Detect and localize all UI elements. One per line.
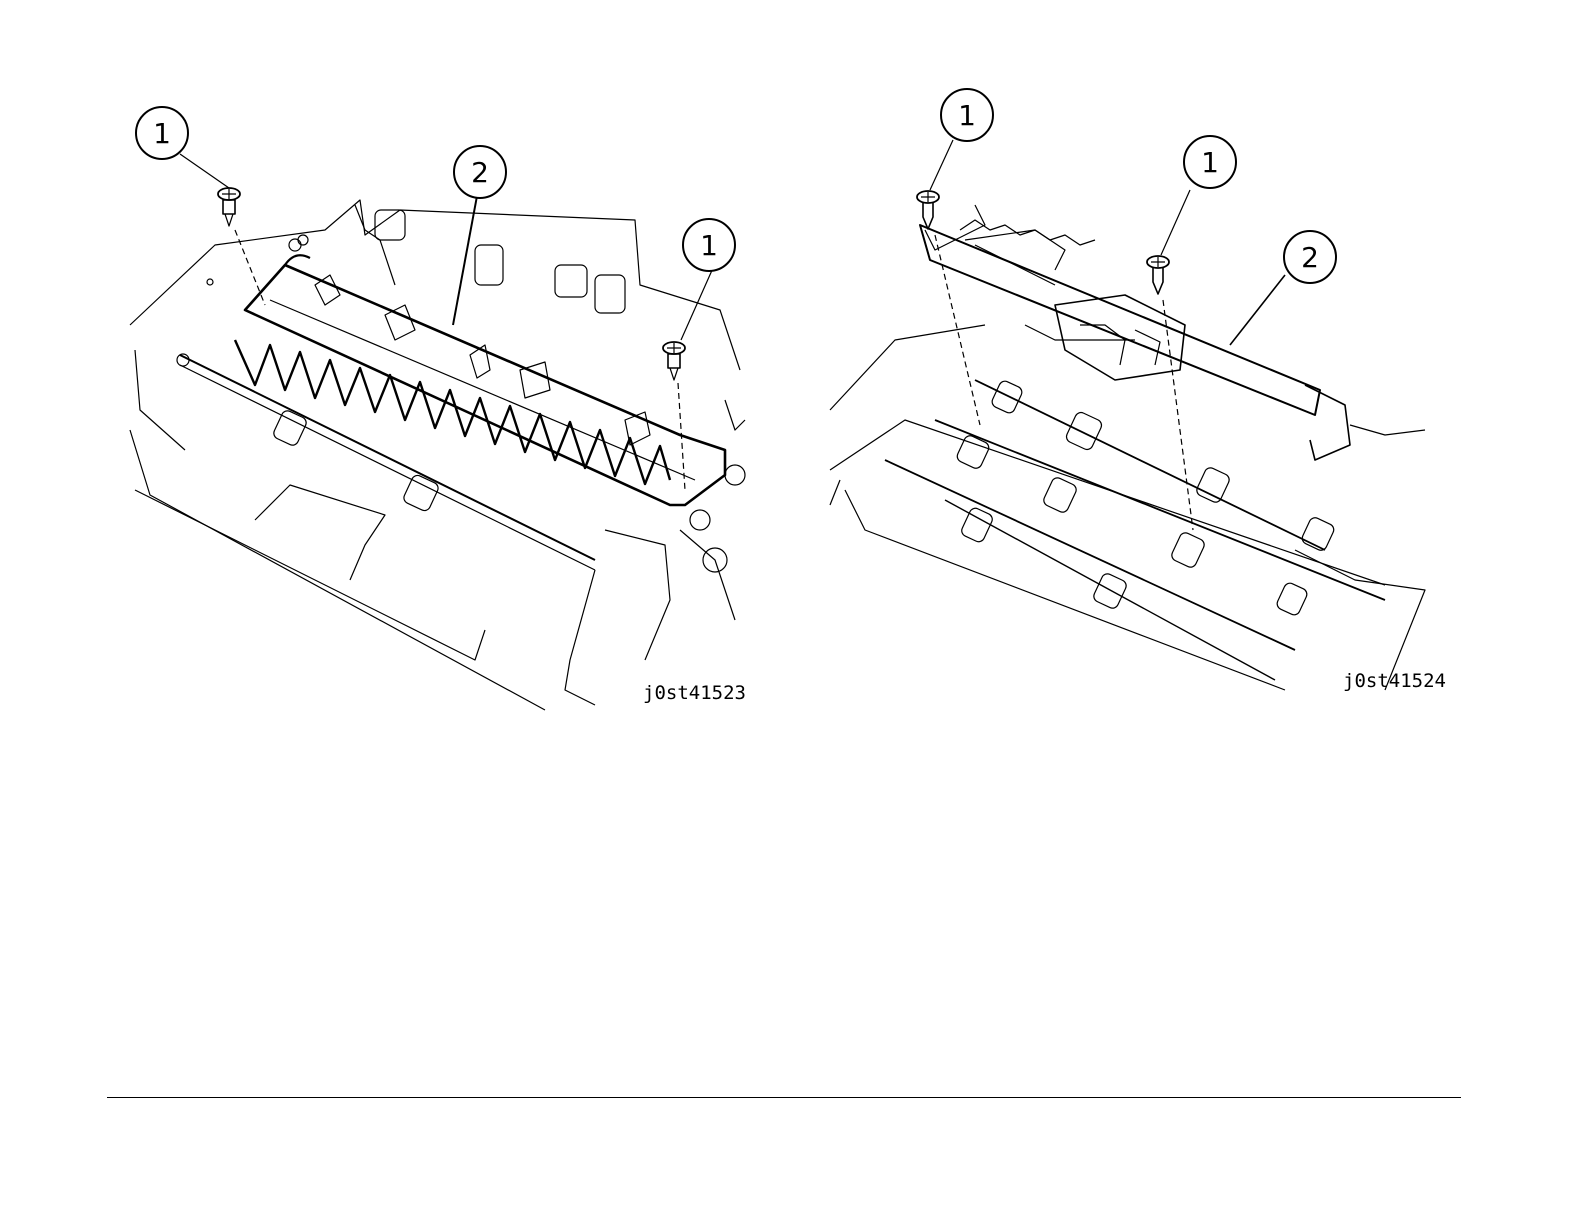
leader-line [681, 268, 713, 340]
roller [1065, 411, 1104, 452]
roller-shaft-lower [945, 500, 1275, 680]
callout-2: 2 [1283, 230, 1337, 284]
roller [402, 473, 440, 512]
side-bracket [605, 530, 670, 660]
roller-shaft [975, 380, 1325, 550]
roller-shaft [935, 420, 1385, 600]
cover-lip [285, 255, 310, 265]
guide-cable [1350, 425, 1425, 435]
tray-edge [130, 430, 545, 710]
guide-bracket [1305, 385, 1350, 460]
guide-bar [920, 225, 1320, 415]
guide-end [925, 205, 985, 250]
figure-right: 1 1 2 j0st41524 [825, 80, 1445, 720]
roller [1275, 581, 1309, 617]
roller-shaft [885, 460, 1295, 650]
side-frame [565, 570, 595, 705]
gear [690, 510, 710, 530]
roller [1042, 476, 1078, 514]
cover-ribs [235, 340, 670, 484]
side-link [680, 530, 735, 620]
cover-fold [270, 300, 695, 480]
tray-slot [255, 485, 385, 580]
roller [1170, 531, 1206, 569]
left-illustration [125, 100, 765, 720]
figure-id: j0st41523 [643, 682, 746, 704]
gear [725, 465, 745, 485]
roller [1195, 466, 1231, 504]
figure-left: 1 2 1 j0st41523 [125, 100, 765, 720]
housing-slot [555, 265, 587, 297]
frame-left [135, 350, 185, 450]
roller [960, 506, 994, 543]
roller [990, 379, 1024, 415]
callout-1: 1 [940, 88, 994, 142]
housing-post [207, 279, 213, 285]
roller [1092, 572, 1128, 610]
guide-block-detail [1080, 325, 1160, 365]
leader-line [453, 196, 477, 325]
figure-id: j0st41524 [1343, 670, 1446, 692]
leader-line [930, 140, 953, 190]
housing-post [298, 235, 308, 245]
guide-teeth [960, 220, 1095, 245]
housing-post [289, 239, 301, 251]
callout-1: 1 [1183, 135, 1237, 189]
insert-line [1163, 300, 1193, 530]
housing-slot [595, 275, 625, 313]
guide-fingers [965, 230, 1065, 285]
right-illustration [825, 80, 1445, 720]
footer-rule [107, 1097, 1461, 1098]
leader-line [1230, 275, 1285, 345]
callout-1: 1 [682, 218, 736, 272]
base-edge [830, 480, 840, 505]
screw-left [917, 191, 939, 229]
roller-shaft [180, 355, 595, 560]
housing-outline [130, 200, 740, 370]
housing-slot [475, 245, 503, 285]
screw-left [218, 188, 240, 226]
side-tab [725, 400, 745, 430]
screw-right [663, 342, 685, 380]
cover-outline [245, 265, 725, 505]
leader-line [1161, 190, 1190, 255]
lower-plate [845, 490, 1285, 690]
leader-line [180, 154, 229, 188]
screw-right [1147, 256, 1169, 294]
callout-2: 2 [453, 145, 507, 199]
callout-1: 1 [135, 106, 189, 160]
base-outline [830, 325, 1135, 410]
